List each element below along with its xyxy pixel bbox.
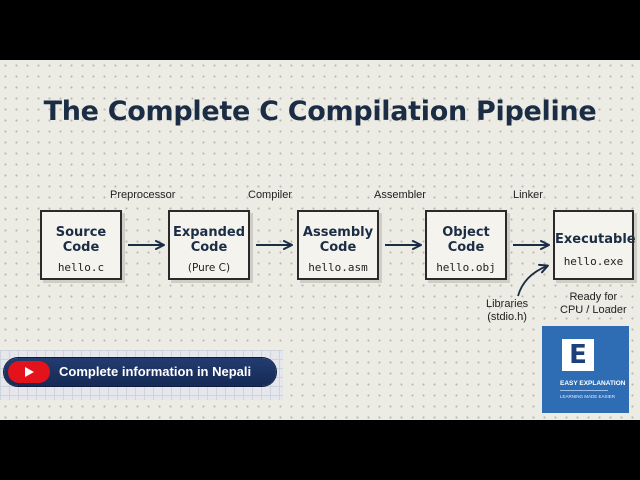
node-object-code-label: Object Code (442, 225, 490, 255)
node-executable-label: Executable (555, 232, 636, 247)
node-assembly-code: Assembly Code hello.asm (297, 210, 379, 280)
ready-note: Ready for CPU / Loader (560, 291, 627, 316)
node-assembly-code-label: Assembly Code (302, 225, 374, 255)
logo-letter: E (569, 340, 587, 370)
node-expanded-code-label: Expanded Code (172, 225, 246, 255)
diagram-title: The Complete C Compilation Pipeline (43, 96, 597, 127)
stage-label-compiler: Compiler (248, 189, 293, 201)
node-assembly-code-file: hello.asm (308, 261, 368, 274)
top-letterbox (0, 0, 640, 60)
bottom-letterbox (0, 420, 640, 480)
node-expanded-code-note: (Pure C) (187, 262, 231, 274)
stage-label-assembler: Assembler (374, 189, 426, 201)
banner-text: Complete information in Nepali (59, 364, 252, 379)
channel-logo: E EASY EXPLANATION LEARNING MADE EASIER (542, 326, 629, 413)
logo-divider (560, 390, 608, 391)
node-source-code-file: hello.c (57, 261, 105, 274)
node-source-code-label: Source Code (55, 225, 107, 255)
node-source-code: Source Code hello.c (40, 210, 122, 280)
stage-label-linker: Linker (513, 189, 543, 201)
node-object-code: Object Code hello.obj (425, 210, 507, 280)
youtube-banner: Complete information in Nepali (0, 350, 283, 400)
node-expanded-code: Expanded Code (Pure C) (168, 210, 250, 280)
logo-name: EASY EXPLANATION (560, 380, 626, 387)
logo-letter-box: E (562, 339, 594, 371)
youtube-pill[interactable]: Complete information in Nepali (4, 358, 276, 386)
stage-label-preprocessor: Preprocessor (110, 189, 176, 201)
youtube-play-icon (8, 361, 50, 383)
node-executable-file: hello.exe (563, 255, 624, 268)
node-object-code-file: hello.obj (436, 261, 496, 274)
arrow-libraries (517, 263, 549, 297)
libraries-note: Libraries (stdio.h) (486, 298, 529, 323)
node-executable: Executable hello.exe (553, 210, 636, 280)
logo-tagline: LEARNING MADE EASIER (560, 394, 616, 399)
slide: The Complete C Compilation Pipeline Prep… (0, 60, 640, 420)
pipeline-arrows (128, 240, 550, 297)
